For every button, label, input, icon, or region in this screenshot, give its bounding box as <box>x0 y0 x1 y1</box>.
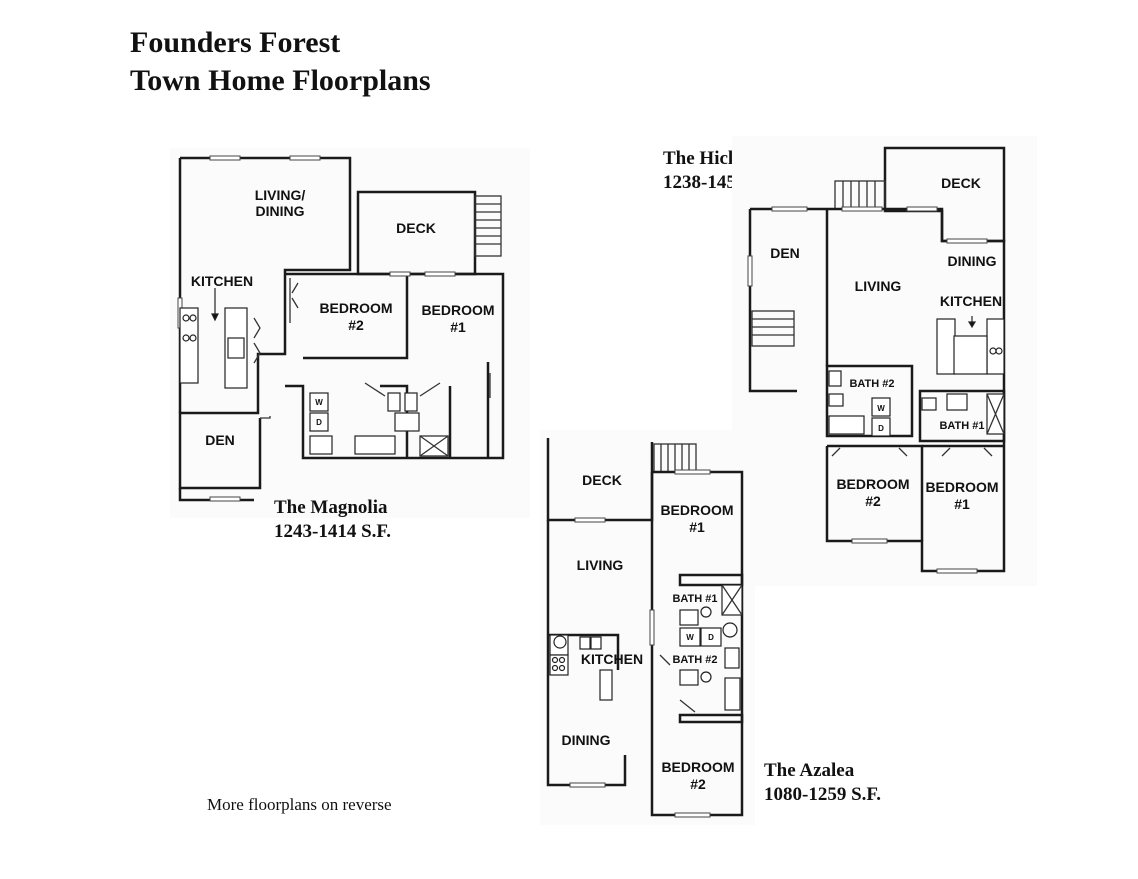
page-title-line-1: Founders Forest <box>130 26 341 59</box>
azalea-size: 1080-1259 S.F. <box>764 784 882 805</box>
azalea-room-bath1: BATH #1 <box>672 593 717 605</box>
hickory-washer-label: W <box>877 404 885 413</box>
magnolia-room-deck: DECK <box>396 220 436 236</box>
hickory-room-kitchen: KITCHEN <box>940 293 1002 309</box>
magnolia-washer-label: W <box>315 398 323 407</box>
page-title-line-2: Town Home Floorplans <box>130 64 431 97</box>
hickory-room-deck: DECK <box>941 175 981 191</box>
hickory-room-den: DEN <box>770 245 800 261</box>
azalea-room-bedroom1-line1: BEDROOM <box>660 502 733 518</box>
hickory-room-bedroom1-line2: #1 <box>954 496 970 512</box>
magnolia-dryer-label: D <box>316 418 322 427</box>
magnolia-room-kitchen: KITCHEN <box>191 273 253 289</box>
hickory-room-bath1: BATH #1 <box>939 420 984 432</box>
footer-note: More floorplans on reverse <box>207 795 392 814</box>
azalea-room-kitchen: KITCHEN <box>581 651 643 667</box>
azalea-name: The Azalea <box>764 760 855 781</box>
azalea-room-dining: DINING <box>562 732 611 748</box>
magnolia-room-bedroom2-line2: #2 <box>348 317 364 333</box>
hickory-dryer-label: D <box>878 424 884 433</box>
azalea-dryer-label: D <box>708 633 714 642</box>
hickory-floorplan: DECK DEN LIVING DINING KITCHEN BATH #2 B… <box>732 136 1037 586</box>
azalea-room-bath2: BATH #2 <box>672 654 717 666</box>
azalea-room-bedroom2-line2: #2 <box>690 776 706 792</box>
magnolia-room-living-dining-line2: DINING <box>256 203 305 219</box>
magnolia-room-den: DEN <box>205 432 235 448</box>
hickory-room-dining: DINING <box>948 253 997 269</box>
magnolia-room-bedroom1-line1: BEDROOM <box>421 302 494 318</box>
magnolia-room-bedroom1-line2: #1 <box>450 319 466 335</box>
azalea-room-living: LIVING <box>577 557 624 573</box>
azalea-washer-label: W <box>686 633 694 642</box>
azalea-caption: The Azalea 1080-1259 S.F. <box>764 759 881 807</box>
magnolia-caption: The Magnolia 1243-1414 S.F. <box>274 496 391 544</box>
azalea-room-bedroom1-line2: #1 <box>689 519 705 535</box>
hickory-room-bedroom2-line2: #2 <box>865 493 881 509</box>
hickory-room-bedroom1-line1: BEDROOM <box>925 479 998 495</box>
azalea-room-bedroom2-line1: BEDROOM <box>661 759 734 775</box>
hickory-room-living: LIVING <box>855 278 902 294</box>
magnolia-size: 1243-1414 S.F. <box>274 521 392 542</box>
magnolia-floorplan: LIVING/ DINING DECK KITCHEN BEDROOM #2 B… <box>170 148 530 518</box>
hickory-room-bedroom2-line1: BEDROOM <box>836 476 909 492</box>
magnolia-name: The Magnolia <box>274 497 388 518</box>
azalea-room-deck: DECK <box>582 472 622 488</box>
magnolia-room-bedroom2-line1: BEDROOM <box>319 300 392 316</box>
hickory-room-bath2: BATH #2 <box>849 378 894 390</box>
azalea-floorplan: DECK LIVING KITCHEN DINING BEDROOM #1 BA… <box>540 430 755 825</box>
magnolia-room-living-dining-line1: LIVING/ <box>255 187 306 203</box>
